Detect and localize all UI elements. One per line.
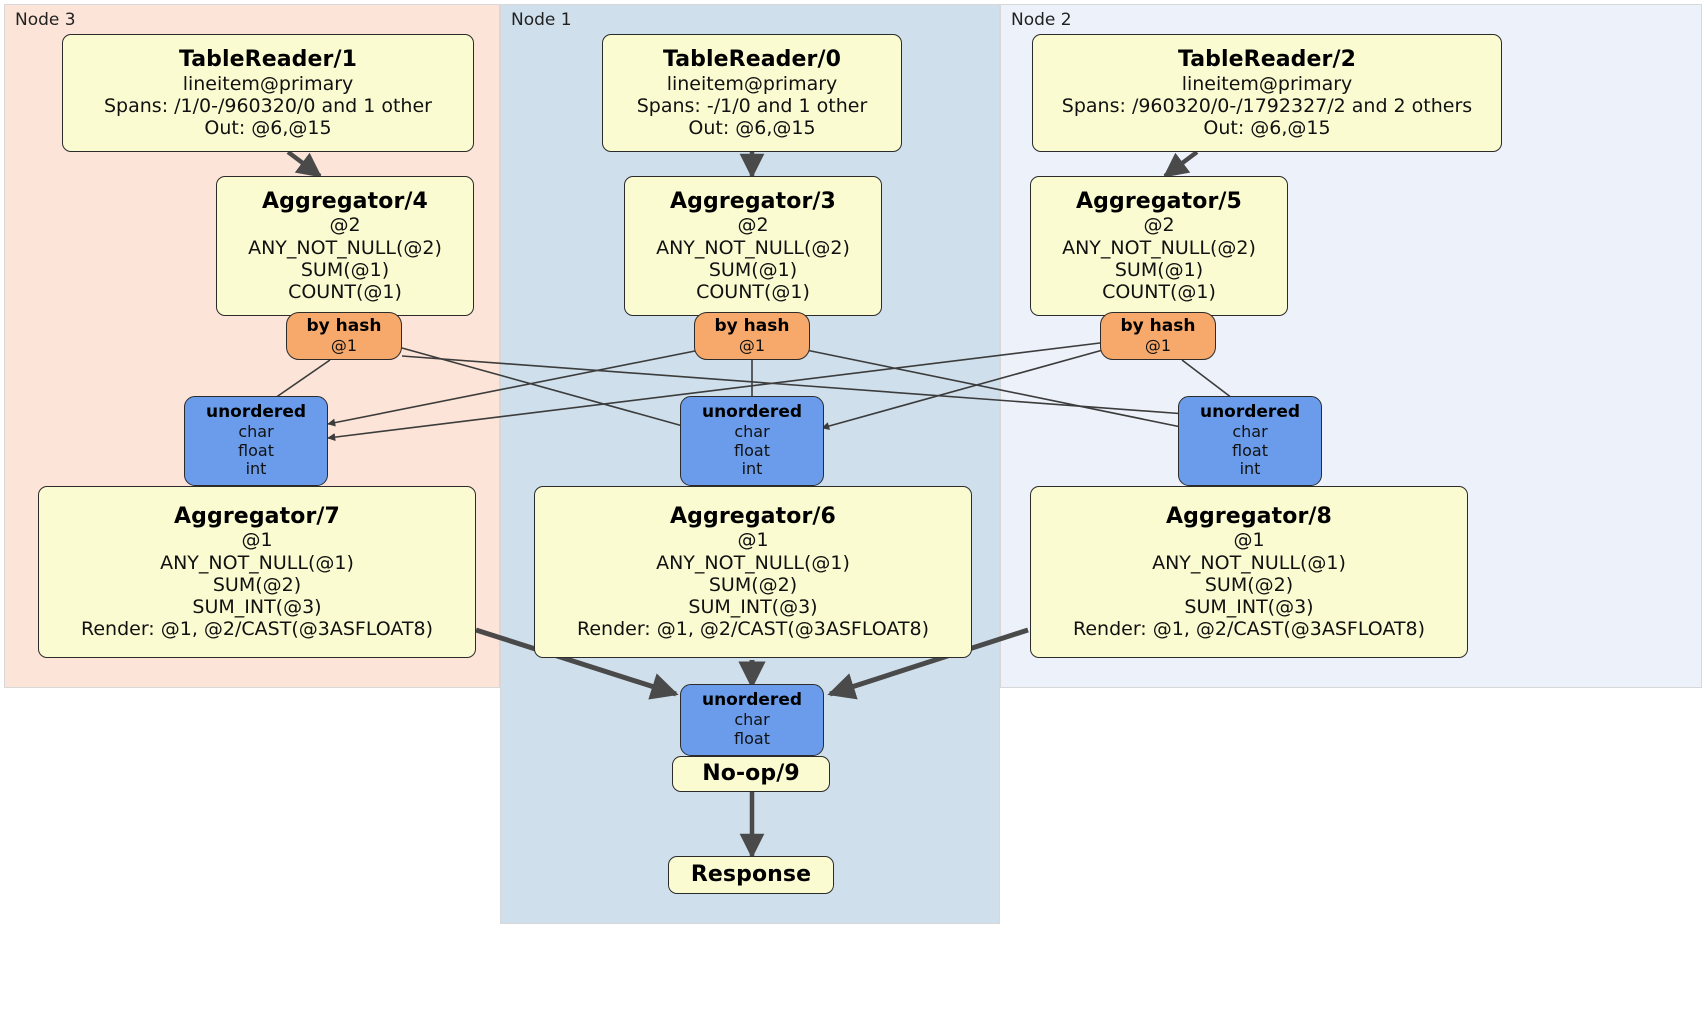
node-title: Aggregator/3	[670, 188, 836, 214]
node-detail-line: lineitem@primary	[666, 72, 838, 95]
receiver-type-line: char	[238, 421, 274, 441]
node-detail-line: ANY_NOT_NULL(@1)	[160, 551, 354, 574]
node-group-label-node2: Node 2	[1011, 10, 1072, 30]
node-receiver-unordered-final[interactable]: unordered char float	[680, 684, 824, 756]
node-tablereader-0[interactable]: TableReader/0 lineitem@primary Spans: -/…	[602, 34, 902, 152]
node-aggregator-4[interactable]: Aggregator/4 @2 ANY_NOT_NULL(@2) SUM(@1)…	[216, 176, 474, 316]
node-render-line: Render: @1, @2/CAST(@3ASFLOAT8)	[1073, 618, 1425, 641]
receiver-type-line: int	[1239, 459, 1261, 479]
node-detail-line: ANY_NOT_NULL(@2)	[1062, 236, 1256, 259]
node-detail-line: @1	[737, 529, 769, 552]
node-title: Aggregator/5	[1076, 188, 1242, 214]
receiver-type-line: float	[1232, 440, 1268, 460]
receiver-type-line: char	[1232, 421, 1268, 441]
node-title: TableReader/0	[662, 46, 842, 72]
node-detail-line: Out: @6,@15	[688, 116, 816, 139]
router-detail-line: @1	[738, 335, 766, 355]
receiver-type-line: float	[238, 440, 274, 460]
node-detail-line: SUM_INT(@3)	[688, 595, 818, 618]
node-aggregator-5[interactable]: Aggregator/5 @2 ANY_NOT_NULL(@2) SUM(@1)…	[1030, 176, 1288, 316]
node-title: Aggregator/7	[174, 503, 340, 529]
node-group-label-node1: Node 1	[511, 10, 572, 30]
node-detail-line: @2	[737, 214, 769, 237]
node-detail-line: SUM(@1)	[708, 258, 798, 281]
node-detail-line: Out: @6,@15	[204, 116, 332, 139]
node-title: TableReader/1	[178, 46, 358, 72]
node-detail-line: COUNT(@1)	[1102, 281, 1216, 304]
node-noop-9[interactable]: No-op/9	[672, 756, 830, 792]
node-title: Response	[690, 862, 812, 888]
node-detail-line: SUM_INT(@3)	[1184, 595, 1314, 618]
node-receiver-unordered-right[interactable]: unordered char float int	[1178, 396, 1322, 486]
node-detail-line: Spans: /960320/0-/1792327/2 and 2 others	[1061, 94, 1473, 117]
node-detail-line: SUM_INT(@3)	[192, 595, 322, 618]
node-detail-line: ANY_NOT_NULL(@2)	[656, 236, 850, 259]
node-response[interactable]: Response	[668, 856, 834, 894]
node-group-label-node3: Node 3	[15, 10, 76, 30]
node-detail-line: @1	[1233, 529, 1265, 552]
receiver-type-line: char	[734, 421, 770, 441]
node-tablereader-1[interactable]: TableReader/1 lineitem@primary Spans: /1…	[62, 34, 474, 152]
node-tablereader-2[interactable]: TableReader/2 lineitem@primary Spans: /9…	[1032, 34, 1502, 152]
node-router-by-hash-left[interactable]: by hash @1	[286, 312, 402, 360]
receiver-title: unordered	[1199, 401, 1301, 422]
node-title: No-op/9	[702, 761, 800, 787]
node-detail-line: ANY_NOT_NULL(@1)	[1152, 551, 1346, 574]
node-detail-line: Out: @6,@15	[1203, 116, 1331, 139]
router-detail-line: @1	[1144, 335, 1172, 355]
node-receiver-unordered-mid[interactable]: unordered char float int	[680, 396, 824, 486]
receiver-title: unordered	[205, 401, 307, 422]
node-detail-line: SUM(@1)	[300, 258, 390, 281]
node-detail-line: lineitem@primary	[182, 72, 354, 95]
receiver-type-line: int	[741, 459, 763, 479]
node-aggregator-7[interactable]: Aggregator/7 @1 ANY_NOT_NULL(@1) SUM(@2)…	[38, 486, 476, 658]
node-detail-line: COUNT(@1)	[696, 281, 810, 304]
node-router-by-hash-right[interactable]: by hash @1	[1100, 312, 1216, 360]
node-detail-line: ANY_NOT_NULL(@2)	[248, 236, 442, 259]
router-detail-line: @1	[330, 335, 358, 355]
router-title: by hash	[1120, 315, 1196, 336]
node-aggregator-6[interactable]: Aggregator/6 @1 ANY_NOT_NULL(@1) SUM(@2)…	[534, 486, 972, 658]
node-router-by-hash-mid[interactable]: by hash @1	[694, 312, 810, 360]
receiver-type-line: int	[245, 459, 267, 479]
receiver-title: unordered	[701, 401, 803, 422]
receiver-type-line: float	[734, 440, 770, 460]
receiver-type-line: char	[734, 710, 770, 730]
node-detail-line: SUM(@2)	[708, 573, 798, 596]
node-detail-line: SUM(@2)	[1204, 573, 1294, 596]
node-detail-line: Spans: /1/0-/960320/0 and 1 other	[104, 94, 432, 117]
node-detail-line: @2	[1143, 214, 1175, 237]
node-detail-line: Spans: -/1/0 and 1 other	[636, 94, 868, 117]
node-detail-line: COUNT(@1)	[288, 281, 402, 304]
router-title: by hash	[306, 315, 382, 336]
node-title: Aggregator/8	[1166, 503, 1332, 529]
receiver-type-line: float	[734, 728, 770, 748]
node-title: Aggregator/4	[262, 188, 428, 214]
node-detail-line: SUM(@1)	[1114, 258, 1204, 281]
node-detail-line: @1	[241, 529, 273, 552]
node-aggregator-8[interactable]: Aggregator/8 @1 ANY_NOT_NULL(@1) SUM(@2)…	[1030, 486, 1468, 658]
node-title: Aggregator/6	[670, 503, 836, 529]
node-title: TableReader/2	[1177, 46, 1357, 72]
node-render-line: Render: @1, @2/CAST(@3ASFLOAT8)	[577, 618, 929, 641]
node-detail-line: SUM(@2)	[212, 573, 302, 596]
receiver-title: unordered	[701, 690, 803, 711]
node-detail-line: lineitem@primary	[1181, 72, 1353, 95]
node-detail-line: @2	[329, 214, 361, 237]
node-aggregator-3[interactable]: Aggregator/3 @2 ANY_NOT_NULL(@2) SUM(@1)…	[624, 176, 882, 316]
node-render-line: Render: @1, @2/CAST(@3ASFLOAT8)	[81, 618, 433, 641]
node-receiver-unordered-left[interactable]: unordered char float int	[184, 396, 328, 486]
router-title: by hash	[714, 315, 790, 336]
node-detail-line: ANY_NOT_NULL(@1)	[656, 551, 850, 574]
